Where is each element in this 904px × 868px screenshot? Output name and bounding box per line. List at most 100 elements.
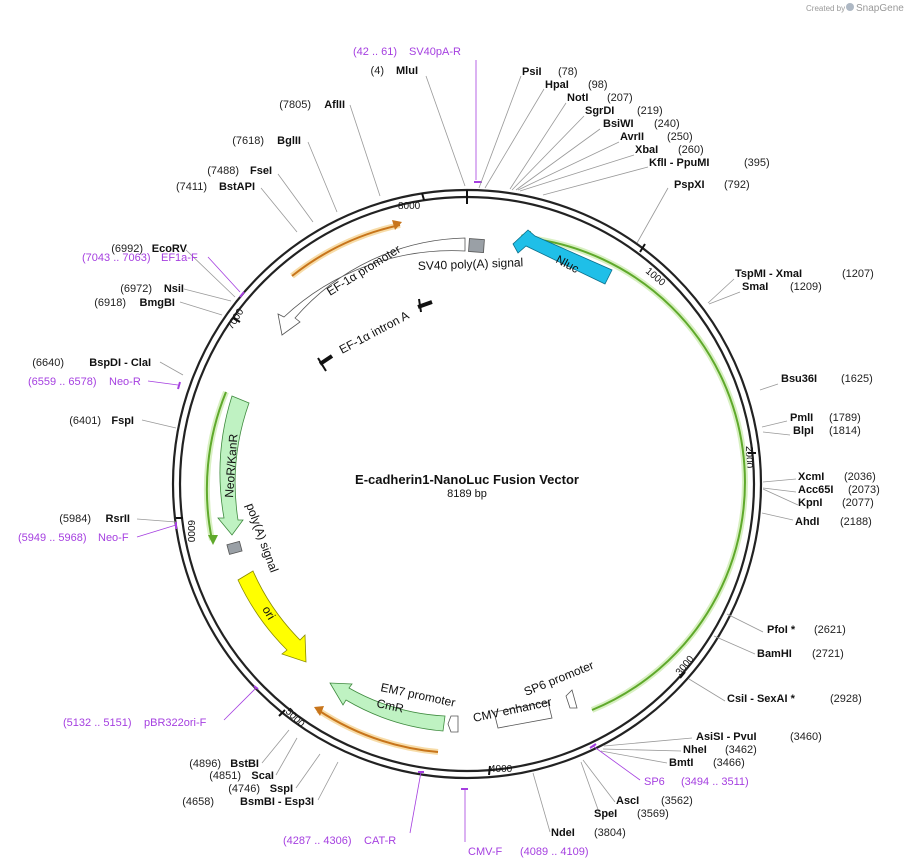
site-ecorv-pos: (6992) (111, 243, 143, 255)
site-spei-name: SpeI (594, 808, 617, 820)
site-bamhi-name: BamHI (757, 648, 792, 660)
site-smai-name: SmaI (742, 281, 768, 293)
primer-cmv-f-range: (4089 .. 4109) (520, 846, 589, 858)
tick-label-7000: 7000 (225, 307, 246, 332)
orf-arc-nluc-fusion (527, 237, 746, 711)
site-bsu36i-name: Bsu36I (781, 373, 817, 385)
site-noti-name: NotI (567, 92, 588, 104)
site-bspdi-clai-name: BspDI - ClaI (89, 357, 151, 369)
site-csii-sexai-pos: (2928) (830, 693, 862, 705)
primer-ef1a-f-name: EF1a-F (161, 252, 198, 264)
site-mlui-pos: (4) (371, 65, 384, 77)
tick-label-6000: 6000 (185, 520, 196, 543)
site-bsmbi-esp3i-name: BsmBI - Esp3I (240, 796, 314, 808)
site-ndei-name: NdeI (551, 827, 575, 839)
primer-cat-r-name: CAT-R (364, 835, 396, 847)
primer-ef1a-f-range: (7043 .. 7063) (82, 252, 151, 264)
primer-cat-r-range: (4287 .. 4306) (283, 835, 352, 847)
tick-marks (176, 190, 756, 776)
feature-label-sp6-promoter: SP6 promoter (522, 658, 596, 699)
primer-neo-f-range: (5949 .. 5968) (18, 532, 87, 544)
site-ecorv-name: EcoRV (152, 243, 188, 255)
orf-arc-ef1a (291, 224, 401, 277)
site-aflii-name: AflII (324, 99, 345, 111)
site-nhei-name: NheI (683, 744, 707, 756)
site-asisi-pvui-pos: (3460) (790, 731, 822, 743)
plasmid-title: E-cadherin1-NanoLuc Fusion Vector (355, 472, 579, 487)
orf-arc-neor-arrow (208, 535, 218, 545)
feature-sp6-promoter (565, 689, 578, 709)
site-psii-name: PsiI (522, 66, 542, 78)
site-bglii-pos: (7618) (232, 135, 264, 147)
site-xcmi-name: XcmI (798, 471, 824, 483)
feature-polya-signal (226, 540, 243, 555)
site-hpai-name: HpaI (545, 79, 569, 91)
site-rsrii-pos: (5984) (59, 513, 91, 525)
site-xbai-name: XbaI (635, 144, 658, 156)
site-noti-pos: (207) (607, 92, 633, 104)
site-fsei-pos: (7488) (207, 165, 239, 177)
site-bstapi-pos: (7411) (176, 181, 207, 193)
site-avrii-name: AvrII (620, 131, 644, 143)
orf-arc-neor (205, 391, 227, 541)
site-avrii-pos: (250) (667, 131, 693, 143)
site-tspmi-xmai-pos: (1207) (842, 268, 874, 280)
site-spei-pos: (3569) (637, 808, 669, 820)
primer-pbr322ori-f-range: (5132 .. 5151) (63, 717, 132, 729)
site-pfoi-name: PfoI * (767, 624, 796, 636)
feature-label-neor-kanr: NeoR/KanR (222, 433, 240, 498)
site-sgrdi-pos: (219) (637, 105, 663, 117)
site-pspxi-name: PspXI (674, 179, 705, 191)
site-xbai-pos: (260) (678, 144, 704, 156)
sites-right: PsiI (78) HpaI (98) NotI (207) SgrDI (21… (522, 66, 880, 839)
feature-cmv-enhancer (493, 701, 553, 729)
site-ndei-pos: (3804) (594, 827, 626, 839)
primer-cmv-f-name: CMV-F (468, 846, 503, 858)
site-sgrdi-name: SgrDI (585, 105, 614, 117)
site-leaders (136, 75, 799, 833)
credit-created-by: Created by (806, 4, 845, 13)
site-aflii-pos: (7805) (279, 99, 311, 111)
site-mlui-name: MluI (396, 65, 418, 77)
site-sspi-pos: (4746) (228, 783, 260, 795)
site-asci-name: AscI (616, 795, 639, 807)
site-bmgbi-name: BmgBI (140, 297, 175, 309)
site-kfli-ppumi-pos: (395) (744, 157, 770, 169)
site-tspmi-xmai-name: TspMI - XmaI (735, 268, 802, 280)
site-bspdi-clai-pos: (6640) (32, 357, 64, 369)
orf-arc-cmr-arrow (314, 706, 324, 716)
plasmid-size: 8189 bp (447, 488, 487, 500)
feature-label-ef1a-intron: EF-1α intron A (337, 308, 412, 356)
primer-neo-r-range: (6559 .. 6578) (28, 376, 97, 388)
primer-neo-f-name: Neo-F (98, 532, 129, 544)
primer-neo-r-name: Neo-R (109, 376, 141, 388)
site-scai-name: ScaI (251, 770, 274, 782)
site-nhei-pos: (3462) (725, 744, 757, 756)
feature-nluc (512, 229, 613, 285)
site-pmli-name: PmlI (790, 412, 813, 424)
feature-label-sv40-polya: SV40 poly(A) signal (418, 255, 524, 273)
site-scai-pos: (4851) (209, 770, 241, 782)
site-acc65i-pos: (2073) (848, 484, 880, 496)
sites-left: (4) MluI (7805) AflII (7618) BglII (7488… (32, 65, 418, 808)
site-bmti-name: BmtI (669, 757, 693, 769)
site-csii-sexai-name: CsiI - SexAI * (727, 693, 796, 705)
site-kpni-pos: (2077) (842, 497, 874, 509)
feature-em7-promoter (447, 715, 459, 733)
site-smai-pos: (1209) (790, 281, 822, 293)
tick-label-2000: 2000 (743, 446, 754, 469)
site-bsmbi-esp3i-pos: (4658) (182, 796, 214, 808)
tick-label-4000: 4000 (490, 764, 513, 775)
site-kpni-name: KpnI (798, 497, 822, 509)
primer-sv40pa-r-name: SV40pA-R (409, 46, 461, 58)
site-rsrii-name: RsrII (106, 513, 130, 525)
orf-arcs (203, 220, 748, 755)
site-nsii-pos: (6972) (120, 283, 152, 295)
site-hpai-pos: (98) (588, 79, 608, 91)
feature-ef1a-promoter (277, 237, 466, 336)
site-nsii-name: NsiI (164, 283, 184, 295)
site-kfli-ppumi-name: KflI - PpuMI (649, 157, 710, 169)
credit-app: SnapGene (856, 3, 904, 14)
site-bglii-name: BglII (277, 135, 301, 147)
snapgene-logo-icon (846, 3, 854, 11)
